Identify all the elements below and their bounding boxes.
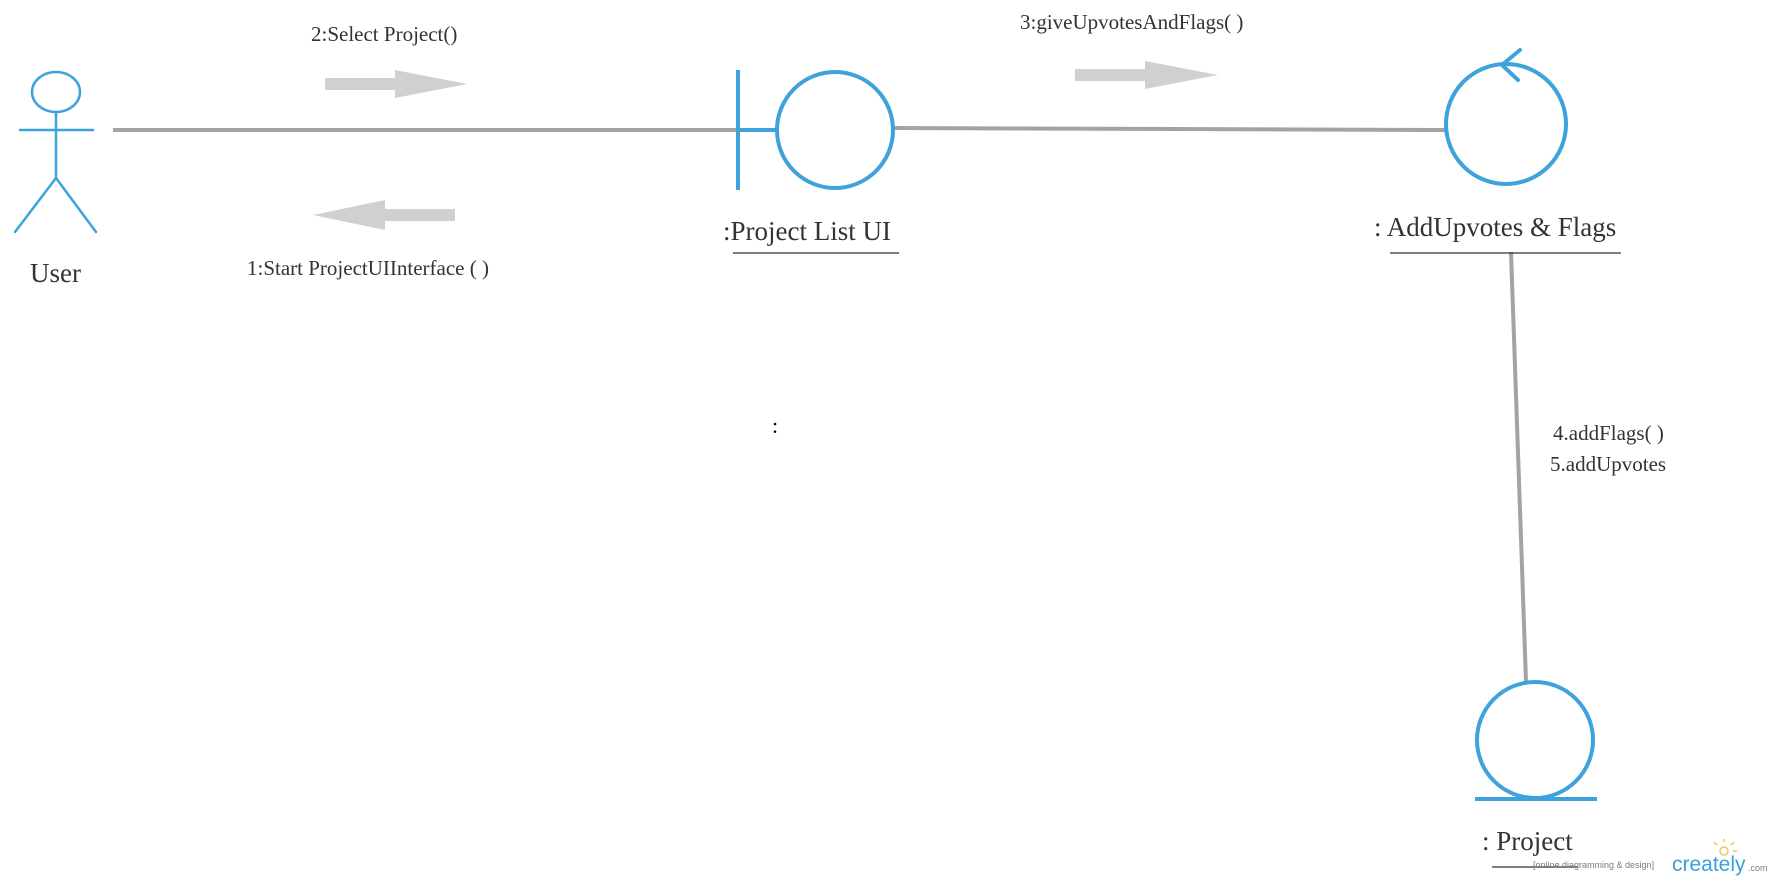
watermark-tagline: [online diagramming & design] bbox=[1533, 860, 1654, 870]
watermark-brand: creately bbox=[1672, 853, 1746, 876]
link-project-list-ui-to-add-upvotes-flags bbox=[892, 126, 1447, 132]
message-select-project: 2:Select Project() bbox=[311, 22, 457, 46]
message-start-ui: 1:Start ProjectUIInterface ( ) bbox=[247, 256, 489, 280]
user-label: User bbox=[30, 258, 81, 288]
message-add-upvotes: 5.addUpvotes bbox=[1550, 452, 1666, 476]
project-list-ui-label: :Project List UI bbox=[723, 216, 891, 246]
message-give-upvotes: 3:giveUpvotesAndFlags( ) bbox=[1020, 10, 1243, 34]
link-add-upvotes-flags-to-project bbox=[1509, 251, 1528, 683]
boundary-icon bbox=[736, 70, 895, 190]
arrow-right-select-project bbox=[325, 70, 467, 98]
control-icon bbox=[1444, 48, 1568, 186]
add-upvotes-flags-label: : AddUpvotes & Flags bbox=[1374, 212, 1616, 242]
message-add-flags: 4.addFlags( ) bbox=[1553, 421, 1664, 445]
sun-icon bbox=[1713, 839, 1737, 856]
creately-watermark: [online diagramming & design] creately .… bbox=[1533, 839, 1768, 876]
entity-icon bbox=[1475, 680, 1597, 801]
watermark-domain: .com bbox=[1748, 863, 1768, 873]
project-label: : Project bbox=[1482, 826, 1573, 856]
user-actor-icon bbox=[13, 70, 98, 234]
arrow-left-start-ui bbox=[313, 200, 455, 230]
arrow-right-give-upvotes bbox=[1075, 61, 1218, 89]
stray-colon: : bbox=[772, 413, 778, 438]
